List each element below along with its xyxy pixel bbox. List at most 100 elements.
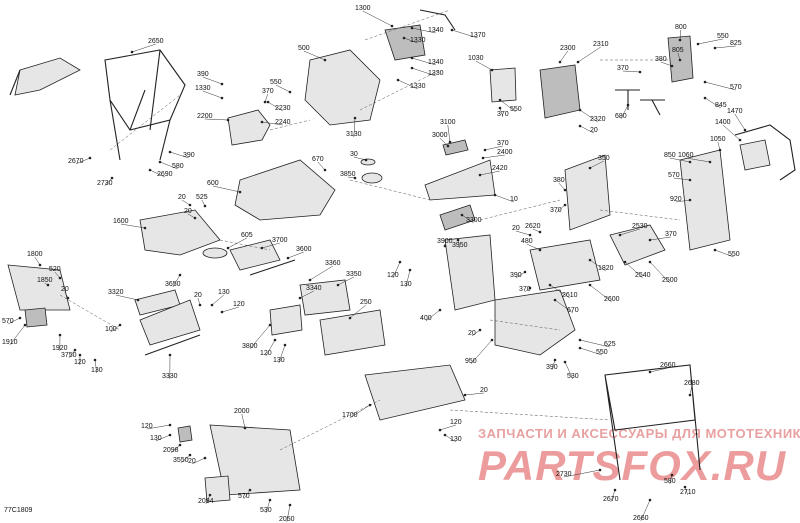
callout-label: 370 [617, 65, 629, 72]
part-2000 [209, 424, 301, 496]
callout-label: 580 [664, 478, 676, 485]
fastener-dot [443, 433, 447, 437]
callout-label: 570 [2, 318, 14, 325]
callout-label: 550 [717, 33, 729, 40]
callout-label: 2650 [148, 38, 164, 45]
fastener-dot [390, 24, 394, 28]
callout-leader [679, 29, 682, 41]
fastener-dot [78, 353, 82, 357]
callout-label: 2420 [492, 165, 508, 172]
watermark: ЗАПЧАСТИ И АКСЕССУАРЫ ДЛЯ МОТОТЕХНИКИ PA… [478, 426, 800, 489]
fastener-dot [538, 230, 542, 234]
callout-label: 530 [567, 373, 579, 380]
callout-leader [191, 457, 206, 465]
fastener-dot [683, 485, 687, 489]
callout-labels: 1300134013301370134013301330500550223037… [2, 5, 743, 523]
fastener-dot [268, 498, 272, 502]
part-3000 [442, 139, 469, 156]
callout-label: 130 [218, 289, 230, 296]
fastener-dot [410, 66, 414, 70]
callout-leader [425, 309, 441, 322]
callout-label: 805 [672, 47, 684, 54]
callout-label: 2670 [68, 158, 84, 165]
callout-leader [261, 242, 280, 249]
callout-leader [9, 324, 26, 346]
callout-leader [660, 61, 673, 67]
callout-leader [494, 194, 514, 203]
fastener-dot [638, 70, 642, 74]
fastener-dot [438, 428, 442, 432]
part-3850 [361, 172, 383, 184]
callout-label: 1820 [598, 265, 614, 272]
callout-leader [411, 67, 436, 77]
callout-leader [299, 290, 314, 299]
fastener-dot [688, 198, 692, 202]
callout-leader [317, 161, 326, 171]
callout-label: 550 [270, 79, 282, 86]
fastener-dot [498, 106, 502, 110]
fastener-dot [713, 46, 717, 50]
fastener-dot [498, 98, 502, 102]
callout-leader [579, 339, 610, 348]
fastener-dot [178, 443, 182, 447]
fastener-dot [588, 166, 592, 170]
callout-leader [526, 243, 541, 251]
callout-label: 100 [105, 326, 117, 333]
part-3600 [249, 259, 296, 276]
fastener-dot [38, 263, 42, 267]
callout-label: 2710 [680, 489, 696, 496]
callout-leader [714, 249, 734, 258]
callout-leader [554, 299, 573, 314]
callout-leader [675, 199, 691, 203]
fastener-dot [348, 316, 352, 320]
callout-leader [619, 228, 640, 236]
callout-leader [714, 45, 736, 49]
callout-label: 2050 [279, 516, 295, 523]
callout-leader [589, 284, 612, 303]
callout-leader [579, 125, 595, 134]
fastener-dot [678, 58, 682, 62]
callout-label: 1300 [355, 5, 371, 12]
fastener-dot [618, 233, 622, 237]
fastener-dot [353, 176, 357, 180]
fastener-dot [220, 310, 224, 314]
callout-label: 2094 [198, 498, 214, 505]
callout-leader [734, 113, 746, 131]
callout-leader [267, 101, 283, 112]
callout-label: 3950 [452, 242, 468, 249]
callout-label: 2730 [556, 471, 572, 478]
part-2500 [609, 224, 666, 266]
callout-label: 570 [668, 172, 680, 179]
callout-label: 2530 [632, 223, 648, 230]
callout-leaders [7, 10, 747, 523]
callout-label: 480 [521, 238, 533, 245]
fastener-dot [168, 353, 172, 357]
fastener-dot [553, 358, 557, 362]
fastener-dot [648, 238, 652, 242]
fastener-dot [238, 190, 242, 194]
fastener-dot [528, 286, 532, 290]
fastener-dot [448, 140, 452, 144]
callout-leader [104, 177, 113, 187]
callout-leader [243, 489, 251, 500]
fastener-dot [443, 244, 447, 248]
fastener-dot [713, 248, 717, 252]
callout-leader [187, 213, 196, 219]
fastener-dot [158, 160, 162, 164]
callout-label: 2620 [525, 223, 541, 230]
callout-label: 20 [480, 387, 488, 394]
fastener-dot [563, 203, 567, 207]
part-500 [304, 49, 381, 126]
fastener-dot [143, 226, 147, 230]
part-1800 [7, 264, 71, 311]
callout-label: 1330 [428, 70, 444, 77]
callout-label: 2660 [633, 515, 649, 522]
part-3330 [144, 334, 201, 356]
callout-leader [261, 121, 283, 126]
fastener-dot [268, 323, 272, 327]
callout-label: 1800 [27, 251, 43, 258]
fastener-dot [203, 456, 207, 460]
fastener-dot [260, 120, 264, 124]
fastener-dot [168, 433, 172, 437]
